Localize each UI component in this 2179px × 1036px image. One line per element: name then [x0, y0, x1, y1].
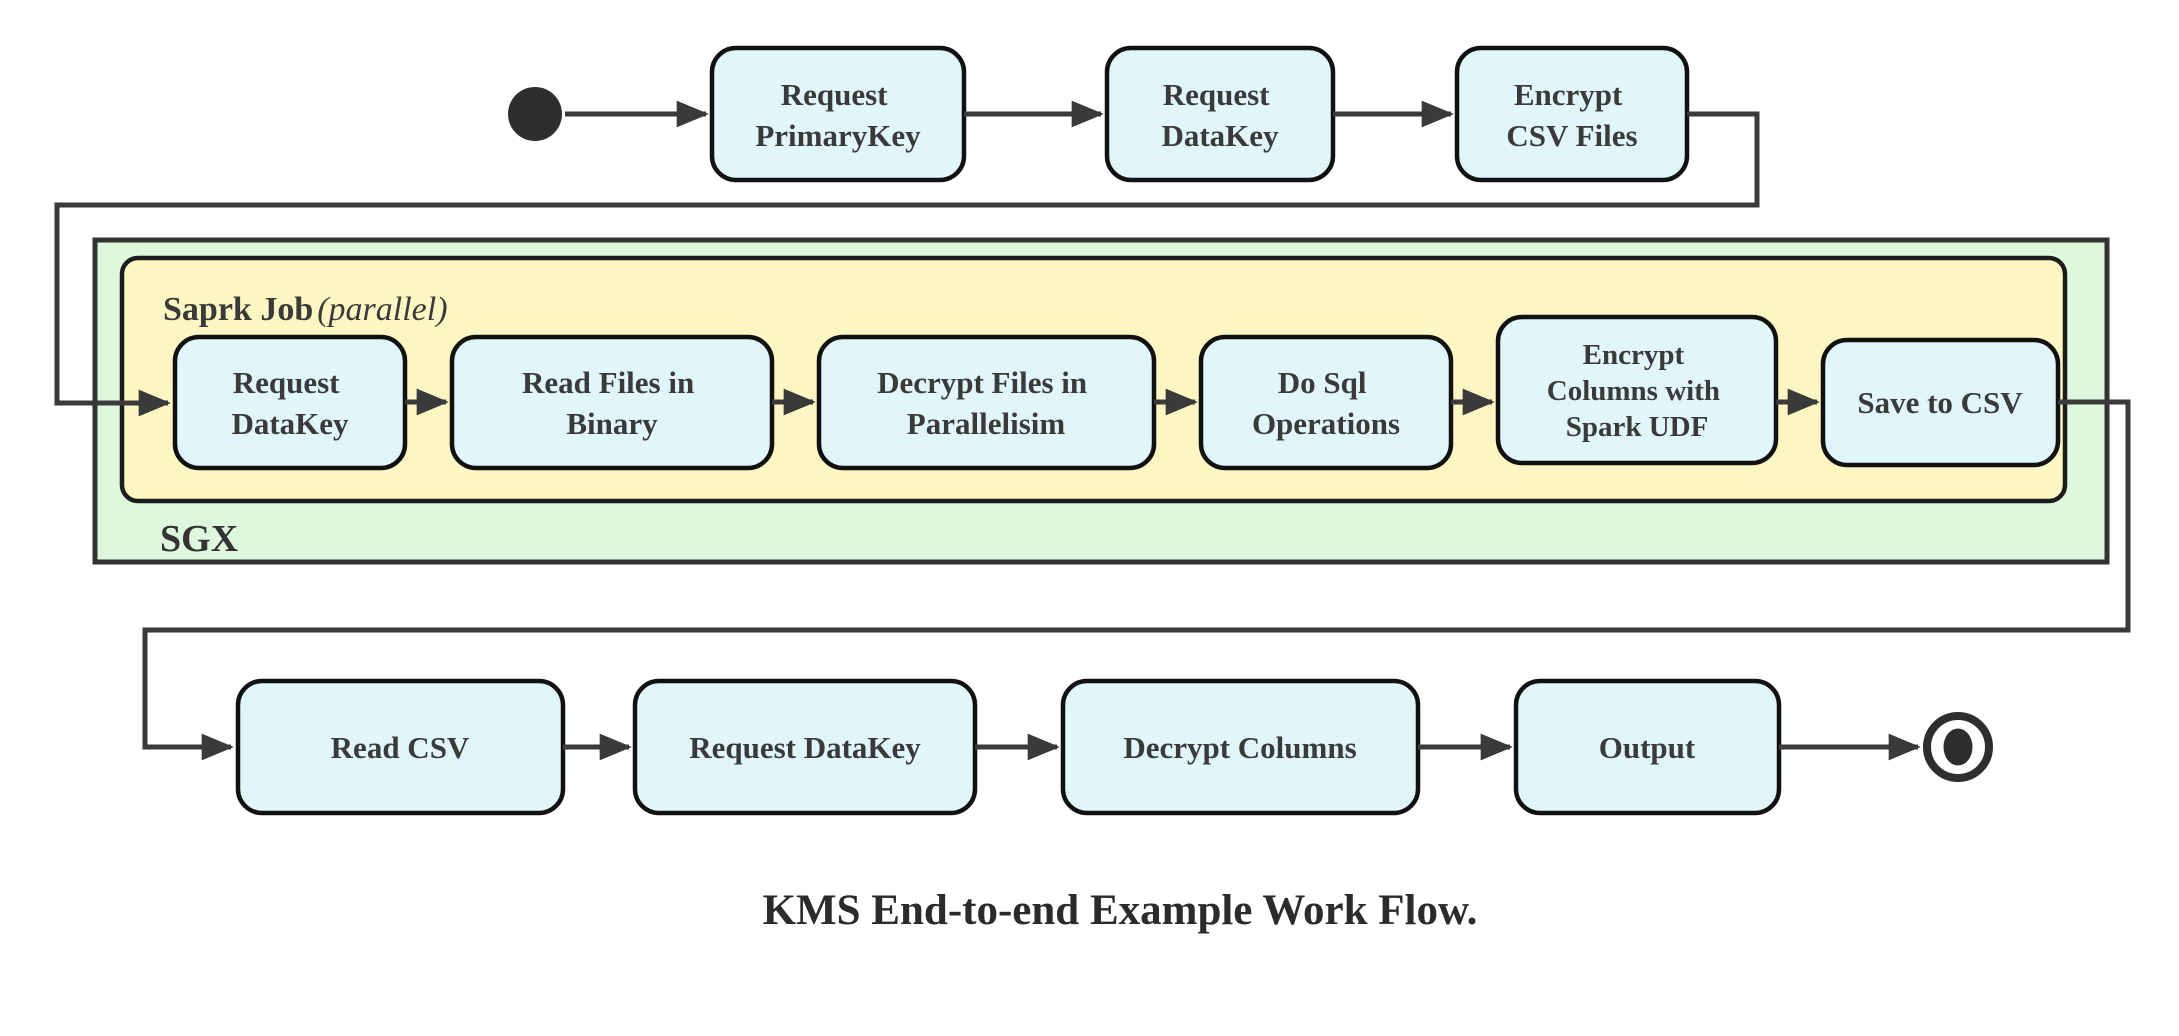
- node-request-primarykey: Request PrimaryKey: [709, 45, 967, 183]
- node-decrypt-files-in-parallelisim: Decrypt Files in Parallelisim: [816, 334, 1157, 471]
- node-label: Read CSV: [331, 730, 470, 765]
- node-label: Request DataKey: [1161, 77, 1279, 153]
- node-label: Request DataKey: [689, 730, 921, 765]
- node-output: Output: [1513, 678, 1782, 816]
- node-request-datakey-top: Request DataKey: [1104, 45, 1336, 183]
- sgx-container-label: SGX: [160, 518, 238, 560]
- node-label: Do Sql Operations: [1252, 365, 1400, 441]
- node-label: Request DataKey: [231, 365, 349, 441]
- node-box: [709, 45, 967, 183]
- node-label: Decrypt Files in Parallelisim: [877, 365, 1095, 441]
- node-label: Read Files in Binary: [522, 365, 702, 441]
- node-request-datakey-bottom: Request DataKey: [632, 678, 978, 816]
- node-label: Output: [1599, 730, 1696, 765]
- node-read-csv: Read CSV: [235, 678, 566, 816]
- edge-save-csv-to-read-csv: [142, 399, 2131, 761]
- node-encrypt-csv-files: Encrypt CSV Files: [1454, 45, 1690, 183]
- spark-job-label-italic: (parallel): [317, 291, 447, 328]
- spark-job-container-label: Saprk Job (parallel): [163, 291, 448, 328]
- node-label: Decrypt Columns: [1123, 730, 1356, 765]
- node-label: Encrypt CSV Files: [1506, 77, 1637, 153]
- node-request-datakey-sgx: Request DataKey: [172, 334, 408, 471]
- node-decrypt-columns: Decrypt Columns: [1060, 678, 1421, 816]
- end-node-icon: [1923, 712, 1993, 782]
- node-box: [1495, 314, 1779, 466]
- node-box: [816, 334, 1157, 471]
- edge-encrypt-csv-to-sgx-datakey: [54, 111, 1760, 417]
- node-box: [1454, 45, 1690, 183]
- node-box: [449, 334, 775, 471]
- node-label: Request PrimaryKey: [755, 77, 921, 153]
- end-node-outer-ring: [1923, 712, 1993, 782]
- node-encrypt-columns-with-spark-udf: Encrypt Columns with Spark UDF: [1495, 314, 1779, 466]
- node-label: Save to CSV: [1857, 385, 2023, 420]
- node-box: [1198, 334, 1454, 471]
- start-node-icon: [508, 87, 562, 141]
- end-node-inner-dot: [1943, 728, 1973, 766]
- diagram-caption: KMS End-to-end Example Work Flow.: [763, 887, 1478, 934]
- node-box: [172, 334, 408, 471]
- node-read-files-in-binary: Read Files in Binary: [449, 334, 775, 471]
- node-label: Encrypt Columns with Spark UDF: [1547, 339, 1728, 443]
- node-box: [1104, 45, 1336, 183]
- node-save-to-csv: Save to CSV: [1820, 337, 2061, 468]
- spark-job-label-bold: Saprk Job: [163, 291, 313, 328]
- node-do-sql-operations: Do Sql Operations: [1198, 334, 1454, 471]
